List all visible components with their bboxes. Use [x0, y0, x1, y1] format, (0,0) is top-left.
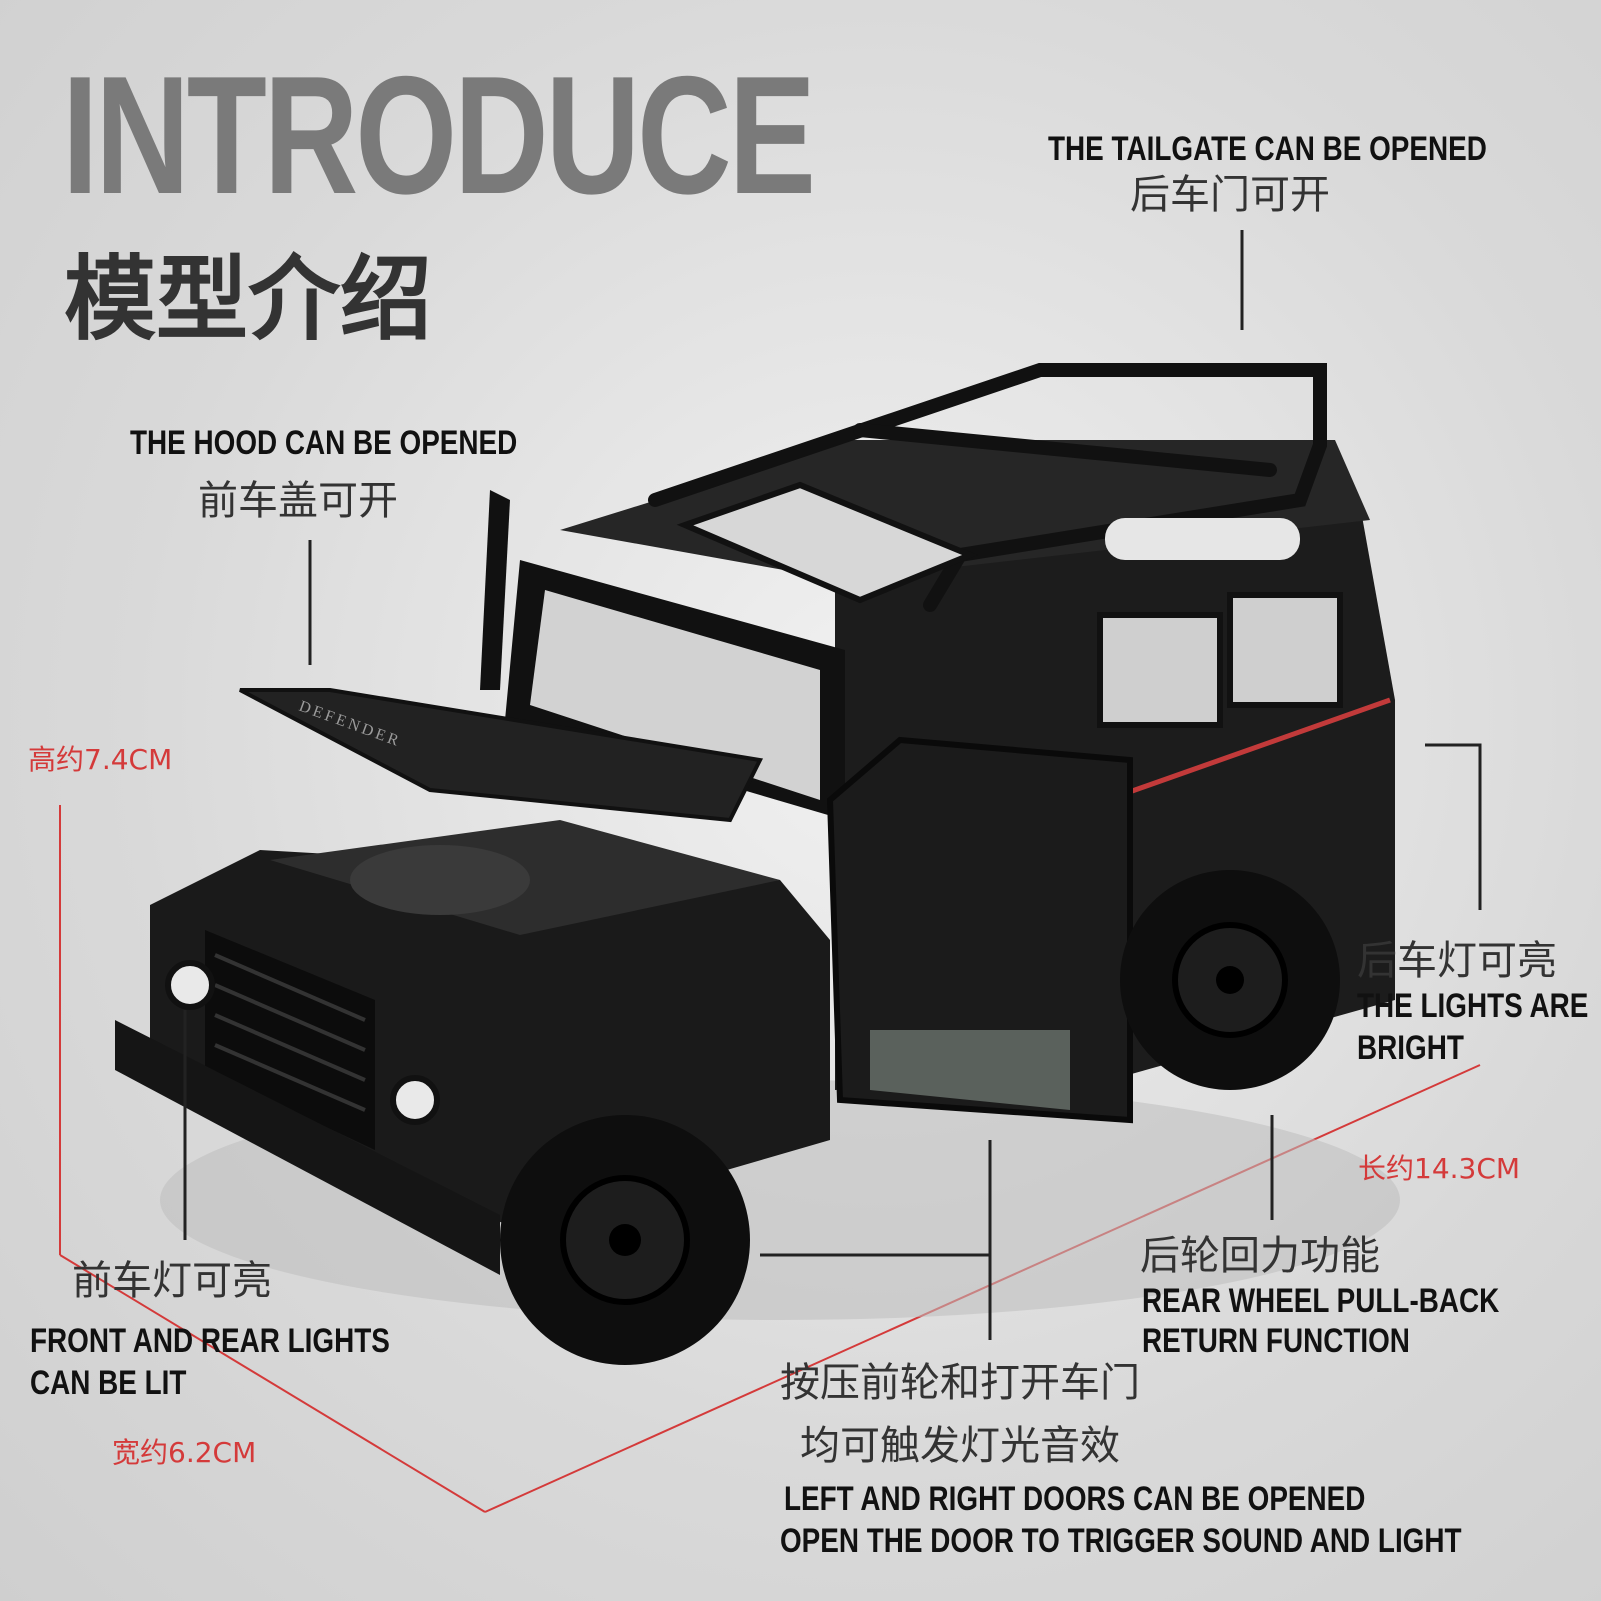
front-lights-feature-en-line2: CAN BE LIT [30, 1364, 187, 1402]
engine-block [350, 845, 530, 915]
page-subtitle: 模型介绍 [64, 246, 433, 353]
length-dimension-label: 长约14.3CM [1358, 1152, 1521, 1185]
open-hood [239, 688, 764, 823]
rear-lights-feature-en-line1: THE LIGHTS ARE [1357, 987, 1589, 1025]
side-window-right [1227, 592, 1343, 708]
rear-lights-feature-cn: 后车灯可亮 [1357, 938, 1557, 984]
doors-callout-line [760, 1140, 992, 1340]
page-title: INTRODUCE [62, 41, 816, 229]
tailgate-feature-cn: 后车门可开 [1130, 172, 1330, 218]
width-dimension-line [59, 1254, 486, 1513]
pullback-feature-cn: 后轮回力功能 [1140, 1233, 1380, 1279]
tailgate-feature-en: THE TAILGATE CAN BE OPENED [1048, 130, 1487, 168]
doors-feature-cn-line1: 按压前轮和打开车门 [780, 1360, 1140, 1406]
rear-lights-callout-line [1425, 743, 1482, 910]
hood-feature-cn: 前车盖可开 [198, 478, 398, 524]
open-side-door-top [480, 490, 510, 690]
front-wheel [500, 1115, 750, 1365]
headlight-left [165, 960, 215, 1010]
grille-slats [214, 953, 366, 1112]
rear-lights-feature-en-line2: BRIGHT [1357, 1029, 1464, 1067]
height-dimension-label: 高约7.4CM [28, 743, 173, 776]
windshield [530, 590, 820, 800]
side-window-left [1097, 612, 1223, 728]
doors-feature-en-line2: OPEN THE DOOR TO TRIGGER SOUND AND LIGHT [780, 1522, 1462, 1560]
front-lights-feature-cn: 前车灯可亮 [72, 1258, 272, 1304]
door-badge-blurred [870, 1030, 1070, 1110]
doors-feature-cn-line2: 均可触发灯光音效 [800, 1423, 1120, 1469]
toy-car: DEFENDER [115, 363, 1395, 1365]
doors-feature-en-line1: LEFT AND RIGHT DOORS CAN BE OPENED [784, 1480, 1366, 1518]
pullback-feature-en-line1: REAR WHEEL PULL-BACK [1142, 1282, 1500, 1320]
headlight-right [390, 1075, 440, 1125]
callout-lines [183, 230, 1482, 1340]
front-lights-feature-en-line1: FRONT AND REAR LIGHTS [30, 1322, 390, 1360]
roof-side-window [1105, 518, 1300, 560]
rear-wheel [1120, 870, 1340, 1090]
front-bumper [115, 1020, 500, 1275]
width-dimension-label: 宽约6.2CM [112, 1436, 257, 1469]
pullback-feature-en-line2: RETURN FUNCTION [1142, 1322, 1410, 1360]
hood-feature-en: THE HOOD CAN BE OPENED [130, 424, 518, 462]
sunroof [676, 481, 978, 604]
